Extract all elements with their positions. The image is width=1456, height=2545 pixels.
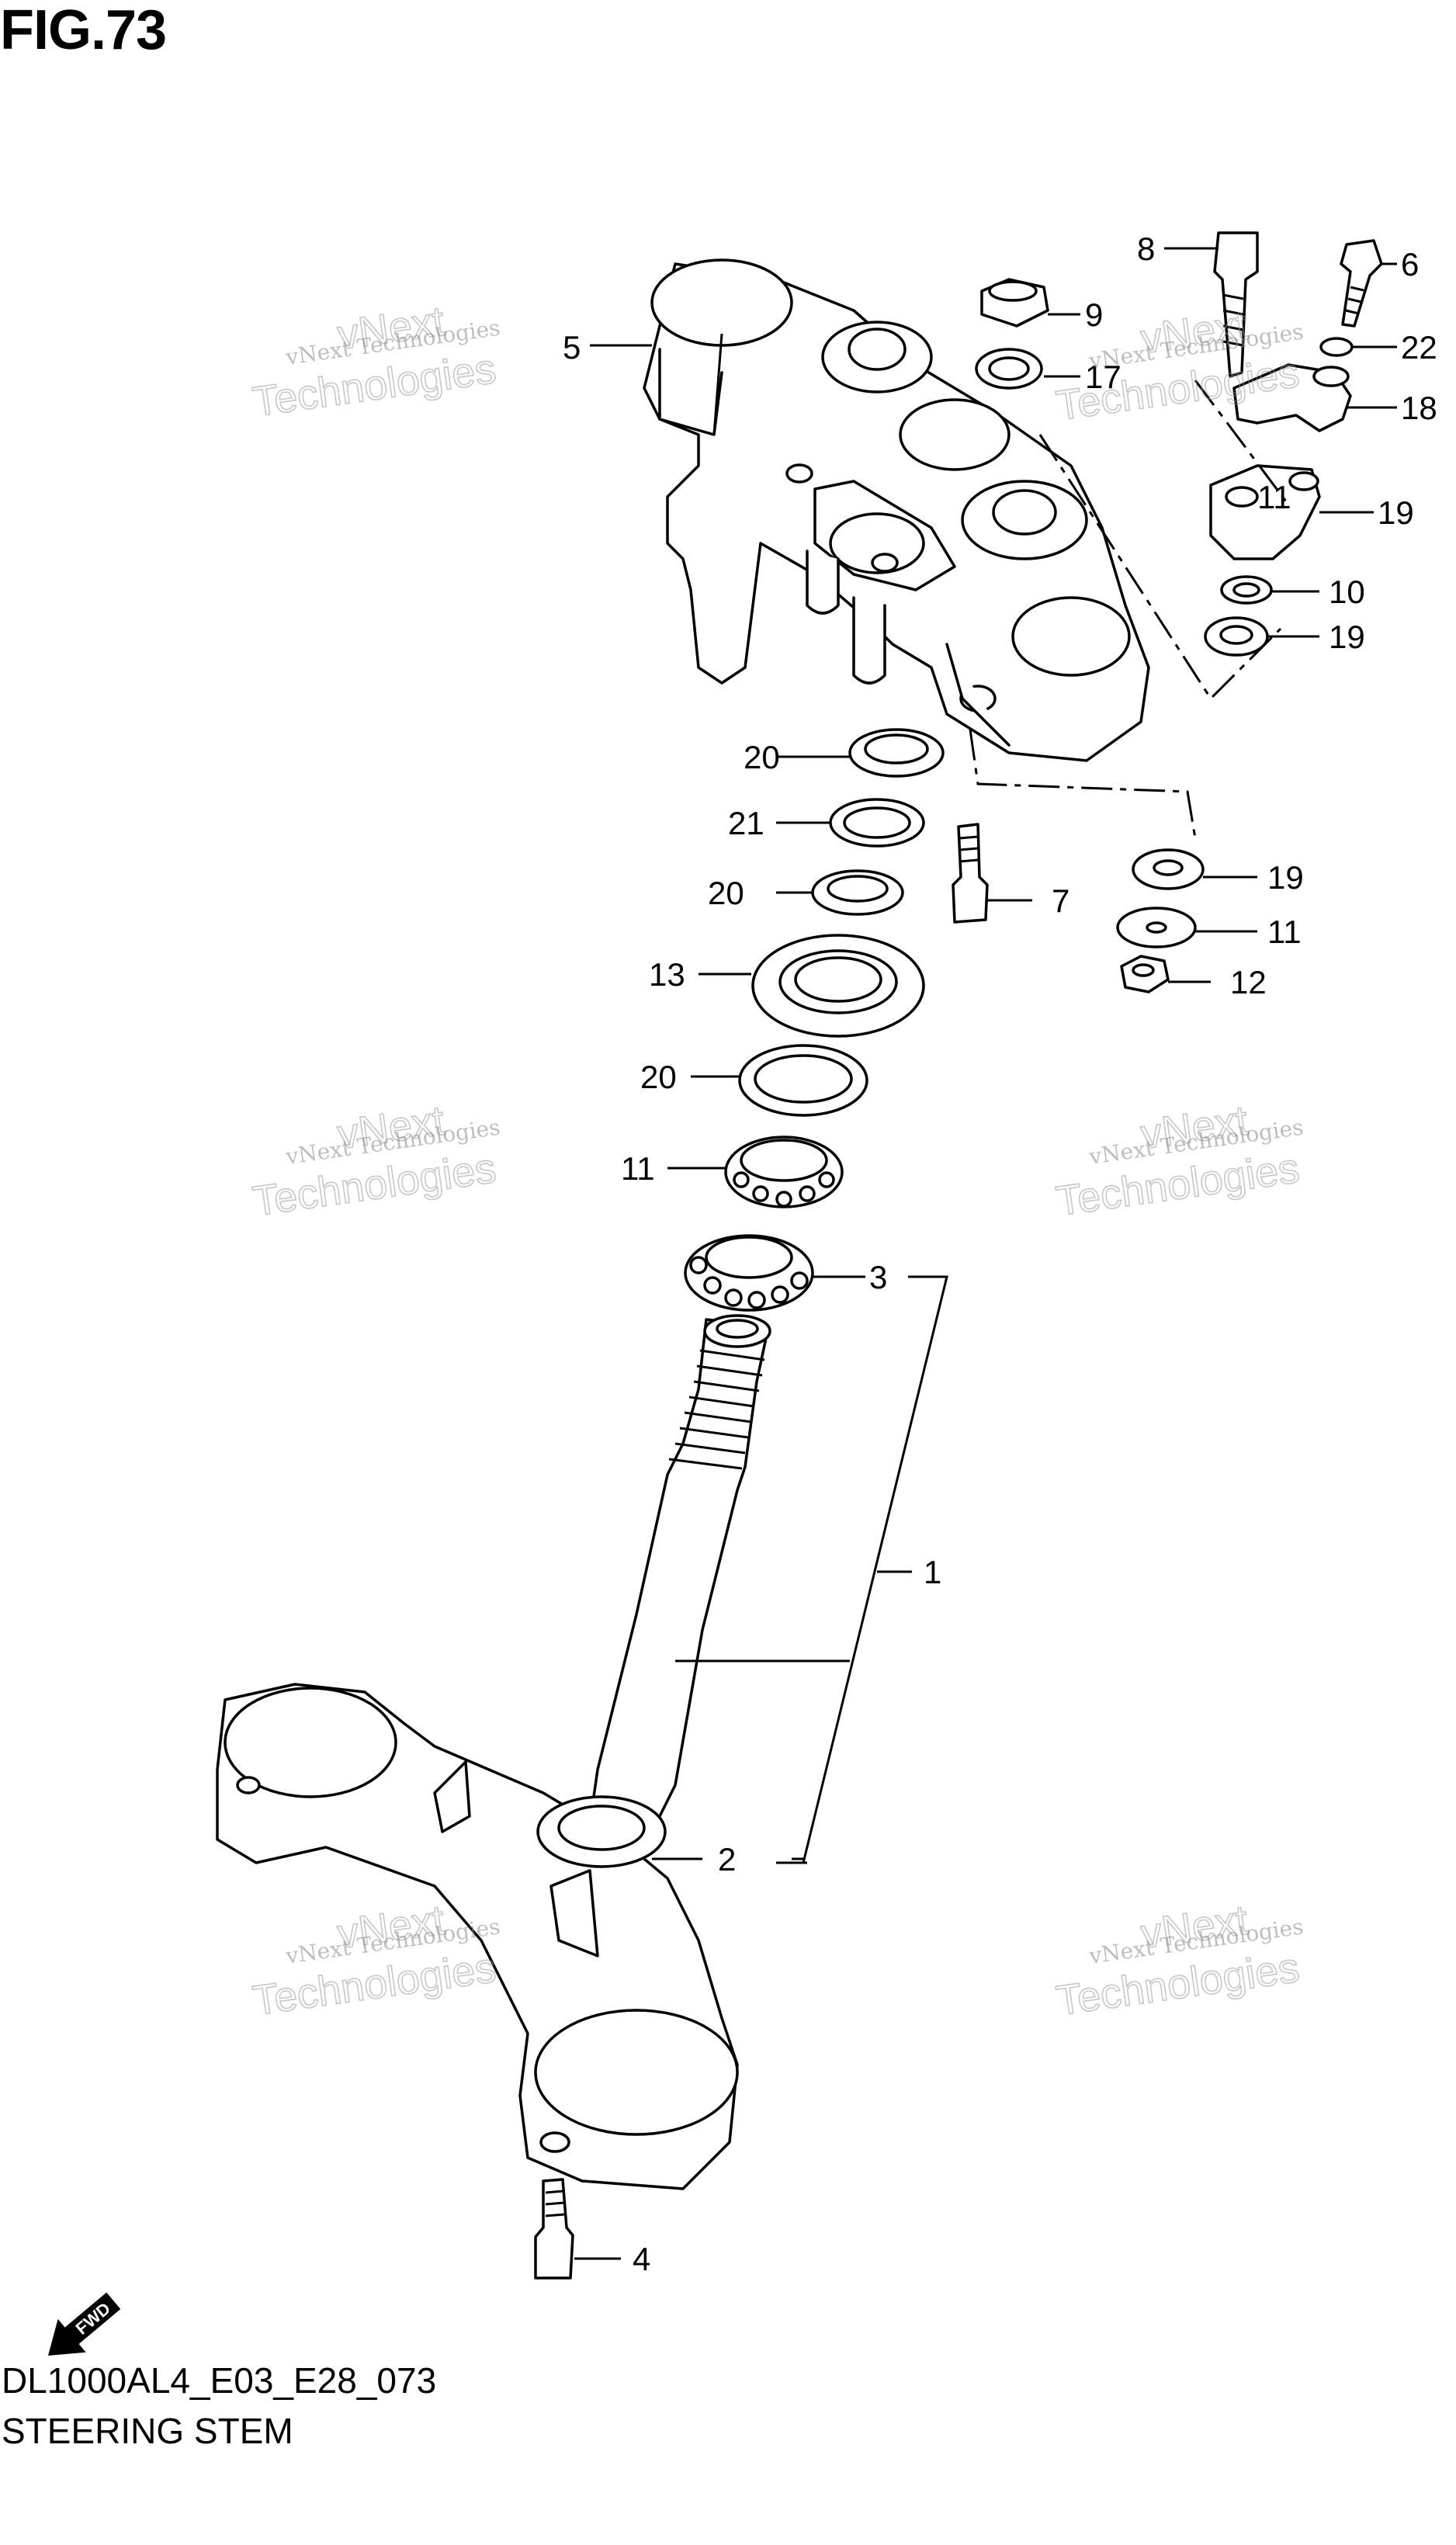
callout-8: 8 <box>1137 231 1155 267</box>
lock-nut-19-bottom <box>811 869 904 916</box>
figure-title: FIG.73 <box>0 0 167 61</box>
callout-11: 11 <box>1267 914 1302 950</box>
callout-7: 7 <box>1052 882 1069 919</box>
washer-11-mid <box>1116 907 1197 948</box>
handlebar-holder-13 <box>1232 363 1352 432</box>
washer-22 <box>1319 337 1354 357</box>
cushion-15-mid <box>1132 848 1205 890</box>
callout-21: 21 <box>728 805 764 841</box>
washer-21 <box>829 798 925 848</box>
callout-18: 13 <box>649 956 685 993</box>
callout-17: 11 <box>621 1150 655 1187</box>
callout-19-bottom: 20 <box>708 875 744 911</box>
callout-2: 2 <box>718 1841 736 1878</box>
callout-20: 20 <box>640 1059 677 1095</box>
lower-bracket <box>216 1683 739 2190</box>
diagram-code: DL1000AL4_E03_E28_073 <box>2 2360 437 2401</box>
callout-19-top: 20 <box>744 739 780 775</box>
upper-bracket <box>643 258 1150 762</box>
watermark-1: vNext vNext Technologies Technologies <box>249 297 501 426</box>
bearing-17 <box>724 1136 844 1208</box>
callout-16: 12 <box>1230 964 1267 1000</box>
callout-15-top: 19 <box>1329 619 1365 655</box>
callout-3: 3 <box>869 1259 887 1295</box>
clamp-bolt-4 <box>534 2178 574 2280</box>
callout-12: 17 <box>1085 359 1121 395</box>
diagram-caption: STEERING STEM <box>2 2411 293 2451</box>
callout-1: 1 <box>924 1554 941 1590</box>
callout-9: 9 <box>1085 296 1103 333</box>
callout-4: 4 <box>633 2241 650 2277</box>
clamp-bolt-8 <box>1213 231 1259 378</box>
washer-20 <box>738 1044 868 1117</box>
callout-22: 22 <box>1401 329 1437 366</box>
steering-stem-1 <box>588 1314 771 1833</box>
callout-10: 10 <box>1329 574 1365 610</box>
nut-9 <box>980 278 1049 328</box>
callout-6: 6 <box>1401 246 1419 283</box>
nut-16 <box>1120 955 1170 993</box>
bolt-6 <box>1340 239 1383 328</box>
callout-11-top: 11 <box>1257 479 1291 515</box>
callout-13: 18 <box>1401 390 1437 426</box>
watermark-4: vNext vNext Technologies Technologies <box>1052 1097 1305 1226</box>
callout-14: 19 <box>1378 494 1414 531</box>
callout-5: 5 <box>563 329 581 366</box>
dust-seal-18 <box>751 934 925 1038</box>
watermark-3: vNext vNext Technologies Technologies <box>249 1097 501 1226</box>
handlebar-holder-14 <box>1209 464 1321 560</box>
lock-nut-19-top <box>848 728 945 778</box>
fwd-arrow-icon: FWD <box>48 2292 121 2356</box>
watermark-2: vNext vNext Technologies Technologies <box>1052 301 1305 430</box>
watermark-6: vNext vNext Technologies Technologies <box>1052 1896 1305 2025</box>
callout-15-mid: 19 <box>1267 859 1304 896</box>
bearing-3 <box>684 1234 814 1312</box>
bolt-7 <box>952 823 989 924</box>
